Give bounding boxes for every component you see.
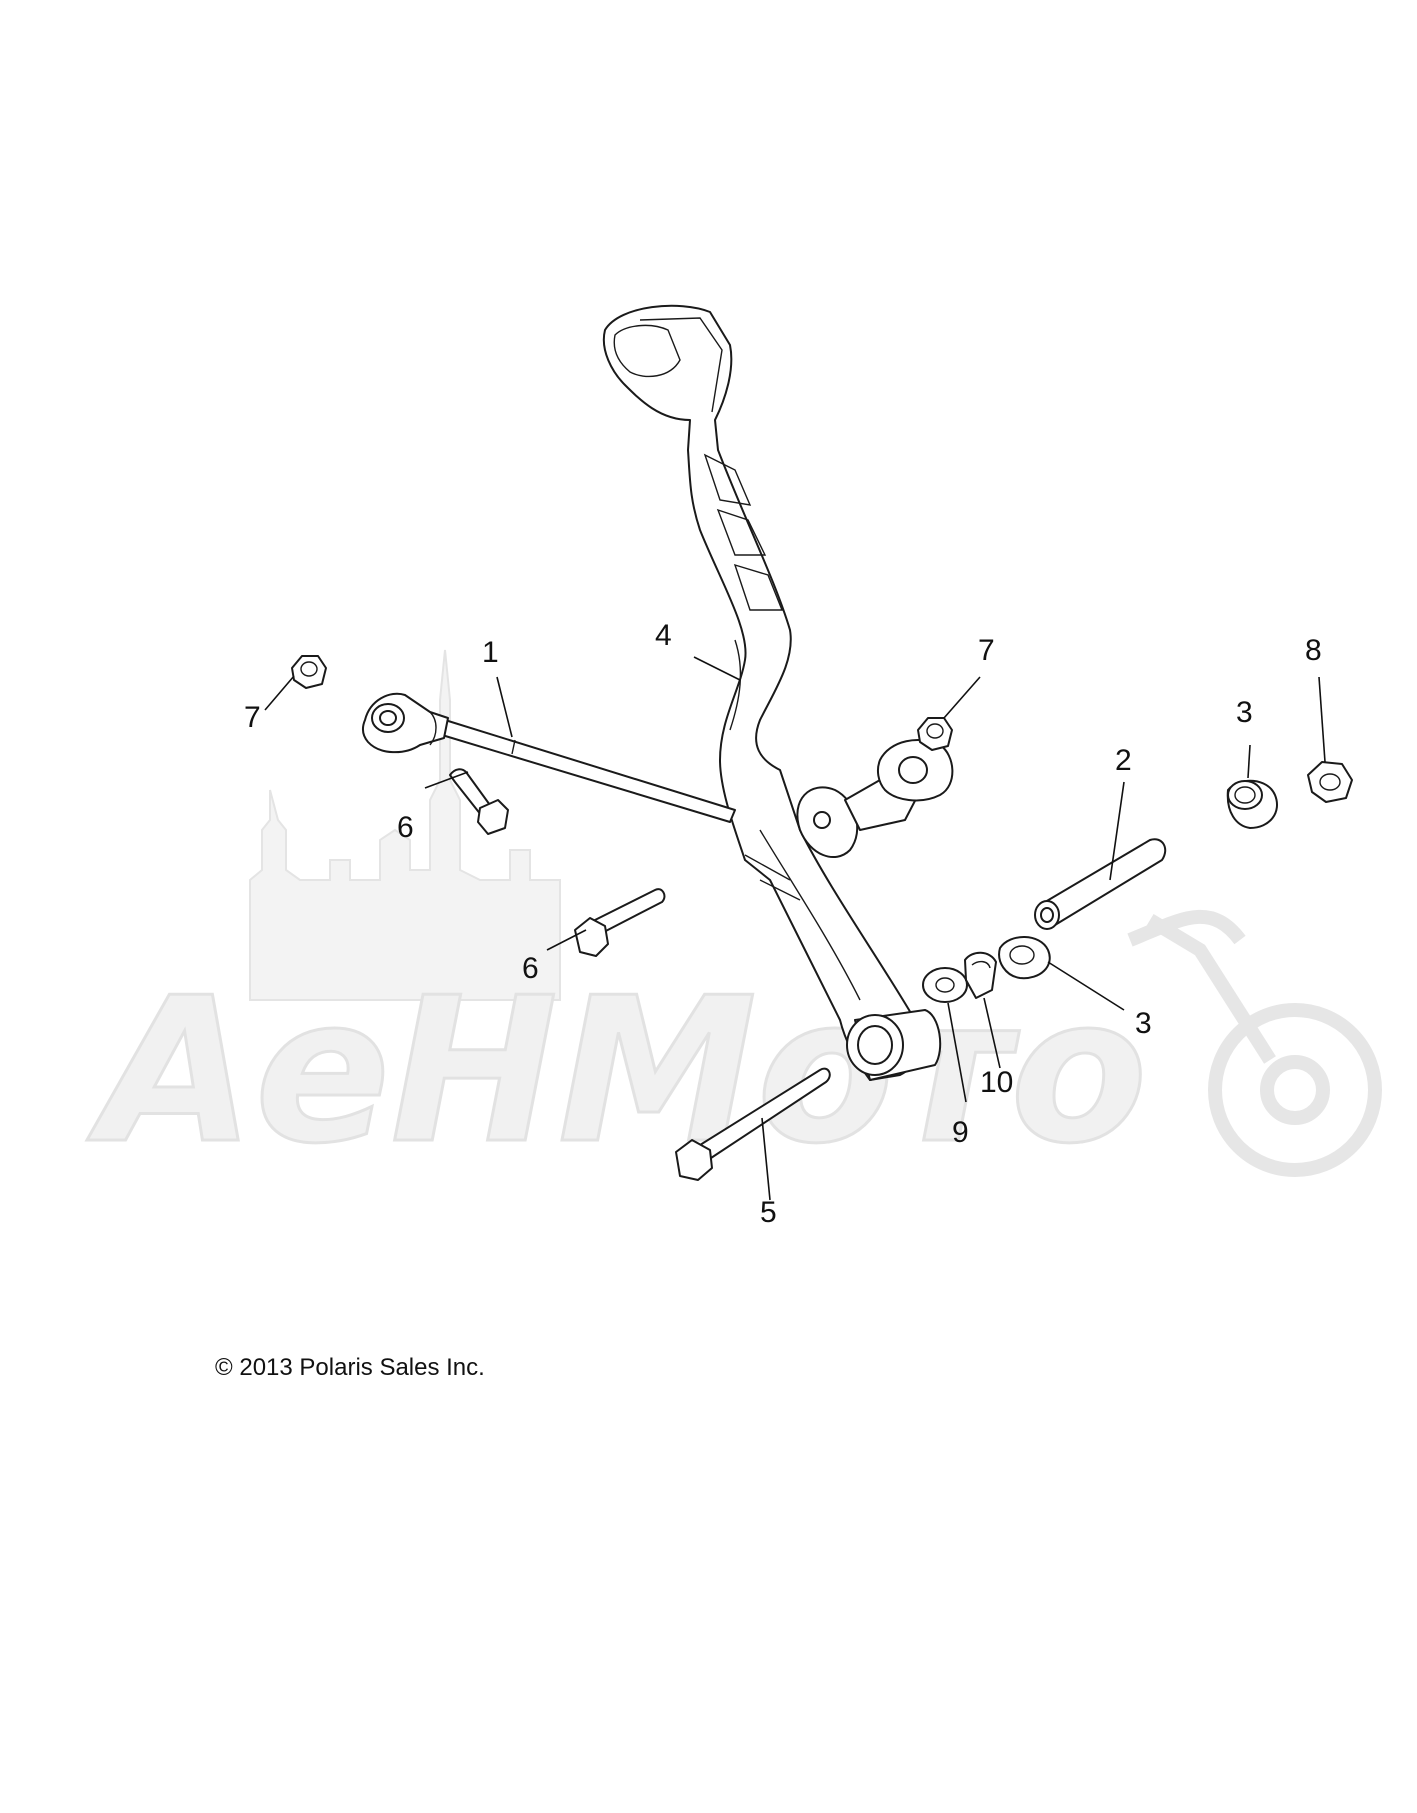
watermark-text: AeHMoто — [87, 955, 1148, 1188]
copyright-text: © 2013 Polaris Sales Inc. — [215, 1354, 485, 1381]
callout-3-lower: 3 — [1135, 1007, 1152, 1040]
callout-9: 9 — [952, 1116, 969, 1149]
watermark-skyline — [249, 649, 561, 1001]
shift-lever — [602, 304, 954, 1081]
callout-7-left: 7 — [244, 701, 261, 734]
shift-rod — [362, 692, 736, 823]
callout-3-upper: 3 — [1236, 696, 1253, 729]
bolt-6-upper — [449, 768, 509, 835]
bolt-5 — [675, 1067, 831, 1181]
bushing-lower — [998, 936, 1051, 980]
nut-8 — [1307, 761, 1353, 803]
nut-7-right — [917, 717, 953, 751]
callout-8: 8 — [1305, 634, 1322, 667]
lever-linkage-joint — [796, 739, 954, 859]
callout-7-right: 7 — [978, 634, 995, 667]
lever-pivot-boss — [846, 1009, 942, 1081]
bushing-upper — [1226, 779, 1278, 829]
watermark: AeHMoто — [86, 649, 1382, 1190]
nut-7-left — [291, 655, 327, 689]
callout-10: 10 — [980, 1066, 1013, 1099]
callout-6-lower: 6 — [522, 952, 539, 985]
callout-2: 2 — [1115, 744, 1132, 777]
callout-1: 1 — [482, 636, 499, 669]
callout-labels: 1 2 3 3 4 5 6 6 7 7 8 9 10 — [244, 619, 1322, 1229]
callout-4: 4 — [655, 619, 672, 652]
callout-6-upper: 6 — [397, 811, 414, 844]
callout-5: 5 — [760, 1196, 777, 1229]
washer-9 — [922, 967, 968, 1003]
clip-10 — [964, 951, 997, 999]
pivot-sleeve — [1034, 838, 1167, 930]
leader-lines — [264, 656, 1326, 1201]
watermark-motorcycle — [1127, 909, 1382, 1177]
bolt-6-lower — [574, 888, 666, 957]
